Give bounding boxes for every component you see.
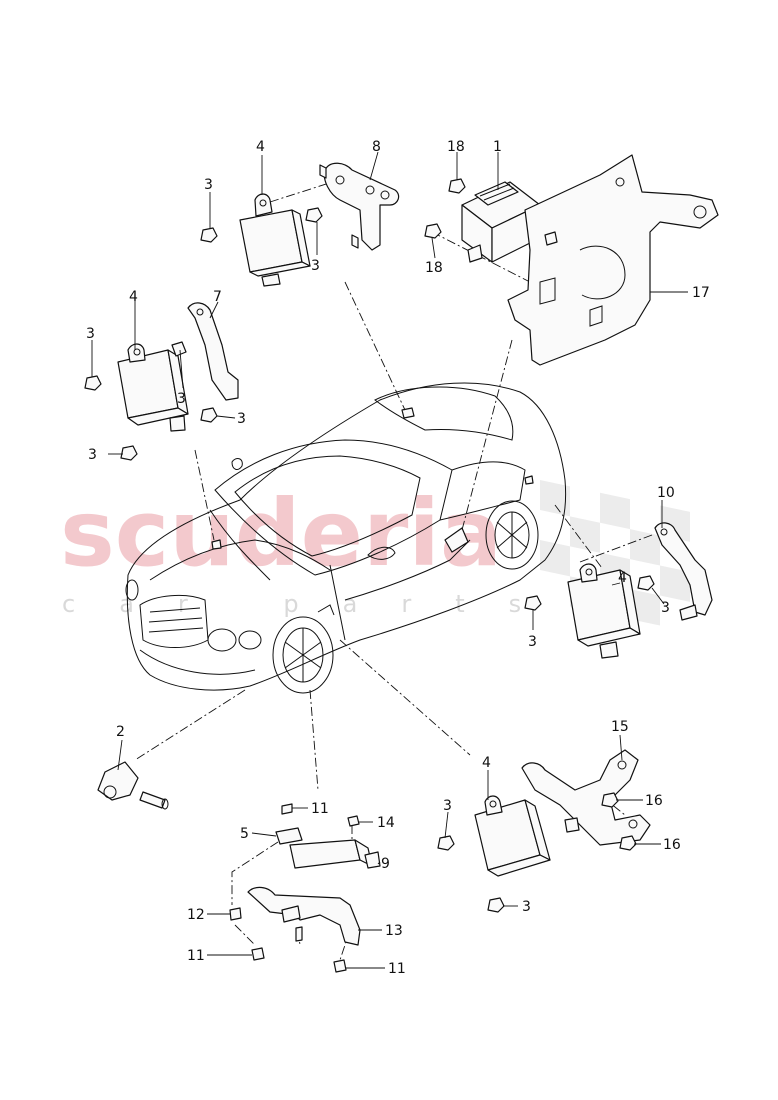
callout-5: 5 <box>240 826 249 842</box>
nut-18-b <box>424 223 442 239</box>
callout-10: 11 <box>311 801 329 817</box>
callout-3: 3 <box>528 634 537 650</box>
hood-sensor-marker <box>211 539 222 550</box>
callout-3: 3 <box>443 798 452 814</box>
nut-3-left-c <box>120 445 138 461</box>
watermark-brand: scuderia <box>60 480 502 587</box>
nut-3-left-a <box>84 375 102 391</box>
callout-3: 3 <box>661 600 670 616</box>
watermark-tagline: car parts <box>62 590 565 618</box>
mounting-bracket-7 <box>319 162 400 251</box>
carrier-13 <box>247 886 361 946</box>
callout-3: 3 <box>86 326 95 342</box>
tyre-pressure-sensor-2 <box>97 761 169 810</box>
callout-18: 18 <box>447 139 465 155</box>
callout-16: 16 <box>645 793 663 809</box>
control-module-left <box>117 343 189 432</box>
bolt-11-a <box>251 947 265 961</box>
nut-3-top-a <box>200 227 218 243</box>
mounting-bracket-9 <box>654 522 713 621</box>
callout-13: 13 <box>385 923 403 939</box>
callout-labels: 4 8 3 3 4 7 3 3 3 3 18 1 18 17 10 4 3 3 … <box>86 139 710 977</box>
callout-4: 4 <box>256 139 265 155</box>
callout-3: 3 <box>311 258 320 274</box>
callout-leaders <box>91 151 688 969</box>
callout-1: 1 <box>493 139 502 155</box>
callout-11: 11 <box>388 961 406 977</box>
callout-7: 8 <box>372 139 381 155</box>
bracket-5 <box>275 827 303 845</box>
control-unit-1 <box>461 181 541 263</box>
sensor-bar-8 <box>289 839 381 869</box>
nut-3-right-a <box>524 595 542 611</box>
callout-18: 18 <box>425 260 443 276</box>
callout-3: 3 <box>177 391 186 407</box>
callout-11: 11 <box>187 948 205 964</box>
callout-15: 15 <box>611 719 629 735</box>
callout-17: 17 <box>692 285 710 301</box>
control-module-right <box>567 563 641 659</box>
callout-4: 4 <box>129 289 138 305</box>
callout-4: 4 <box>618 570 627 586</box>
callout-9: 10 <box>657 485 675 501</box>
mounting-bracket-15 <box>521 749 651 846</box>
nut-16-a <box>601 792 619 808</box>
callout-3: 3 <box>522 899 531 915</box>
nut-3-top-b <box>305 207 323 223</box>
callout-4: 4 <box>482 755 491 771</box>
nut-18-a <box>448 178 466 194</box>
callout-6: 7 <box>213 289 222 305</box>
nut-16-b <box>619 835 637 851</box>
callout-12: 12 <box>187 907 205 923</box>
nut-3-bottom-b <box>487 897 505 913</box>
callout-2: 2 <box>116 724 125 740</box>
screw-10 <box>281 803 293 815</box>
nut-3-bottom-a <box>437 835 455 851</box>
callout-3: 3 <box>88 447 97 463</box>
nut-14 <box>347 815 360 827</box>
callout-16: 16 <box>663 837 681 853</box>
callout-3: 3 <box>237 411 246 427</box>
callout-3: 3 <box>204 177 213 193</box>
nut-3-right-b <box>637 575 655 591</box>
nut-3-left-b <box>200 407 218 423</box>
control-module-bottom-right <box>474 795 551 877</box>
clip-12 <box>229 907 242 921</box>
control-module-top <box>239 193 311 287</box>
car-illustration <box>125 382 567 694</box>
callout-8: 9 <box>381 856 390 872</box>
mounting-bracket-17 <box>507 154 719 366</box>
side-sensor-marker <box>444 527 469 553</box>
roof-sensor-marker <box>401 407 415 419</box>
mounting-bracket-6 <box>171 302 239 401</box>
bolt-11-b <box>333 959 347 973</box>
callout-14: 14 <box>377 815 395 831</box>
